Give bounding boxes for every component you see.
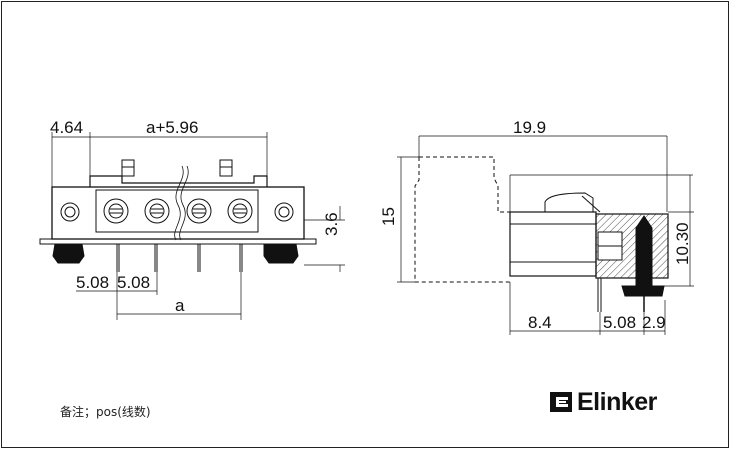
dim-front-height: 3.6: [322, 212, 341, 236]
dim-bottom-width: a: [175, 296, 185, 315]
front-view: [39, 132, 345, 320]
dim-side-offset: 2.9: [642, 313, 666, 332]
dim-left-offset: 4.64: [50, 118, 83, 137]
screw-terminals: [103, 198, 253, 224]
dim-base: 8.4: [528, 313, 552, 332]
brand-logo: Elinker: [548, 388, 657, 416]
dim-side-pitch: 5.08: [603, 313, 636, 332]
side-view: [397, 135, 694, 335]
logo-text: Elinker: [577, 387, 657, 416]
dim-side-height: 15: [379, 207, 398, 226]
dim-top-width: a+5.96: [146, 118, 198, 137]
footnote: 备注；pos(线数): [60, 405, 151, 419]
dim-depth: 19.9: [513, 118, 546, 137]
elinker-logo-icon: [550, 392, 572, 412]
dim-pitch-1: 5.08: [76, 273, 109, 292]
dim-pitch-2: 5.08: [117, 273, 150, 292]
dim-pin-height: 10.30: [673, 222, 692, 265]
